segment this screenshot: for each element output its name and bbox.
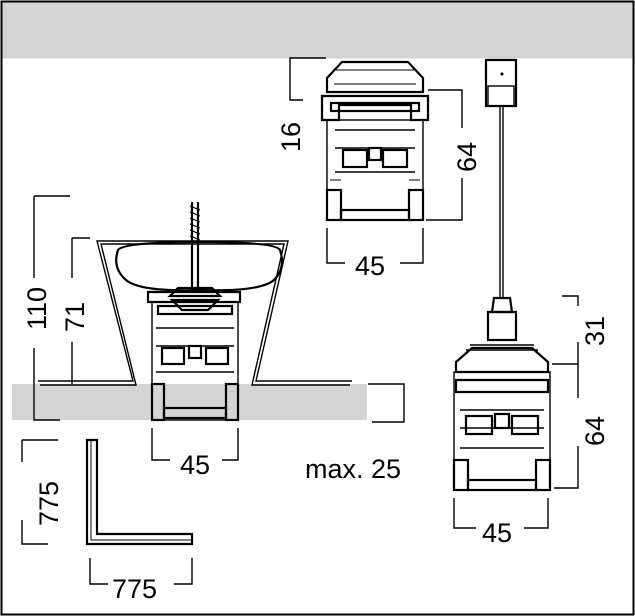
dim-connector-vertical <box>21 439 58 545</box>
dim-recessed-71 <box>71 237 90 384</box>
dim-pendant-45 <box>453 498 549 529</box>
dim-ceiling-thickness <box>368 383 405 423</box>
label-recessed-total-height: 110 <box>22 287 52 330</box>
pendant-profile <box>452 346 552 492</box>
label-recessed-body-height: 71 <box>60 302 90 332</box>
ceiling-band-recessed <box>12 384 367 420</box>
dim-connector-horizontal <box>89 558 193 585</box>
label-pendant-width: 45 <box>482 518 512 548</box>
ceiling-band-top <box>2 2 633 59</box>
dim-pendant-64 <box>554 364 579 489</box>
label-connector-leg-b: 775 <box>112 574 157 604</box>
label-ceiling-thickness: max. 25 <box>305 454 401 484</box>
pendant-suspension <box>466 58 538 351</box>
corner-connector <box>85 438 194 546</box>
surface-mount-profile <box>320 60 430 222</box>
recessed-profile <box>38 202 352 422</box>
dim-recessed-45 <box>151 428 239 461</box>
dim-recessed-110 <box>33 195 70 421</box>
label-connector-leg-a: 775 <box>34 481 64 526</box>
label-surface-height: 16 <box>276 122 306 152</box>
label-surface-body-height: 64 <box>452 142 482 172</box>
label-pendant-body-height: 64 <box>580 416 610 446</box>
dim-surface-64 <box>426 89 463 221</box>
label-surface-width: 45 <box>355 251 385 281</box>
label-recessed-width: 45 <box>180 450 210 480</box>
dim-surface-16 <box>289 57 326 101</box>
label-pendant-cap-height: 31 <box>580 316 610 346</box>
dim-surface-45 <box>326 228 424 264</box>
